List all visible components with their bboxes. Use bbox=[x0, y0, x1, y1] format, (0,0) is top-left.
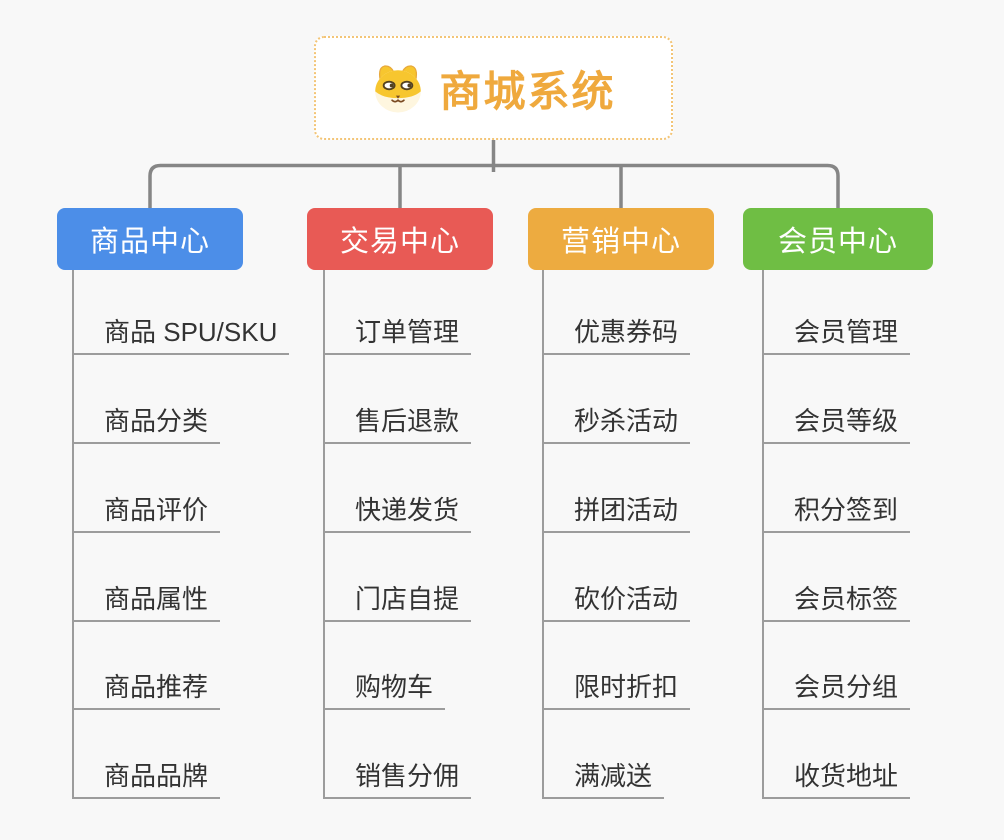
leaf-node[interactable]: 售后退款 bbox=[323, 408, 472, 444]
branch-trunk-line bbox=[542, 270, 544, 799]
leaf-node[interactable]: 优惠券码 bbox=[542, 319, 691, 355]
shiba-dog-icon bbox=[371, 61, 425, 115]
leaf-node[interactable]: 积分签到 bbox=[762, 497, 911, 533]
branch-node-trade-center[interactable]: 交易中心 bbox=[307, 208, 493, 270]
leaf-node[interactable]: 商品分类 bbox=[72, 408, 221, 444]
branch-node-product-center[interactable]: 商品中心 bbox=[57, 208, 243, 270]
root-node[interactable]: 商城系统 bbox=[314, 36, 673, 140]
leaf-node[interactable]: 购物车 bbox=[323, 674, 446, 710]
branch-connector-rail bbox=[148, 163, 840, 208]
leaf-node[interactable]: 快递发货 bbox=[323, 497, 472, 533]
leaf-node[interactable]: 门店自提 bbox=[323, 586, 472, 622]
branch-node-marketing-center[interactable]: 营销中心 bbox=[528, 208, 714, 270]
leaf-node[interactable]: 收货地址 bbox=[762, 763, 911, 799]
branch-label: 营销中心 bbox=[560, 226, 681, 258]
leaf-node[interactable]: 秒杀活动 bbox=[542, 408, 691, 444]
leaf-node[interactable]: 商品 SPU/SKU bbox=[72, 319, 290, 355]
leaf-node[interactable]: 会员等级 bbox=[762, 408, 911, 444]
leaf-node[interactable]: 限时折扣 bbox=[542, 674, 691, 710]
leaf-node[interactable]: 商品评价 bbox=[72, 497, 221, 533]
branch-label: 交易中心 bbox=[339, 226, 460, 258]
branch-node-member-center[interactable]: 会员中心 bbox=[743, 208, 933, 270]
leaf-node[interactable]: 销售分佣 bbox=[323, 763, 472, 799]
branch-label: 商品中心 bbox=[89, 226, 210, 258]
branch-trunk-line bbox=[323, 270, 325, 799]
branch-trunk-line bbox=[72, 270, 74, 799]
leaf-node[interactable]: 会员管理 bbox=[762, 319, 911, 355]
leaf-node[interactable]: 会员标签 bbox=[762, 586, 911, 622]
leaf-node[interactable]: 商品品牌 bbox=[72, 763, 221, 799]
branch-label: 会员中心 bbox=[777, 226, 898, 258]
leaf-node[interactable]: 砍价活动 bbox=[542, 586, 691, 622]
leaf-node[interactable]: 商品推荐 bbox=[72, 674, 221, 710]
branch-trunk-line bbox=[762, 270, 764, 799]
leaf-node[interactable]: 拼团活动 bbox=[542, 497, 691, 533]
root-node-title: 商城系统 bbox=[439, 67, 616, 115]
leaf-node[interactable]: 会员分组 bbox=[762, 674, 911, 710]
leaf-node[interactable]: 满减送 bbox=[542, 763, 665, 799]
leaf-node[interactable]: 商品属性 bbox=[72, 586, 221, 622]
leaf-node[interactable]: 订单管理 bbox=[323, 319, 472, 355]
